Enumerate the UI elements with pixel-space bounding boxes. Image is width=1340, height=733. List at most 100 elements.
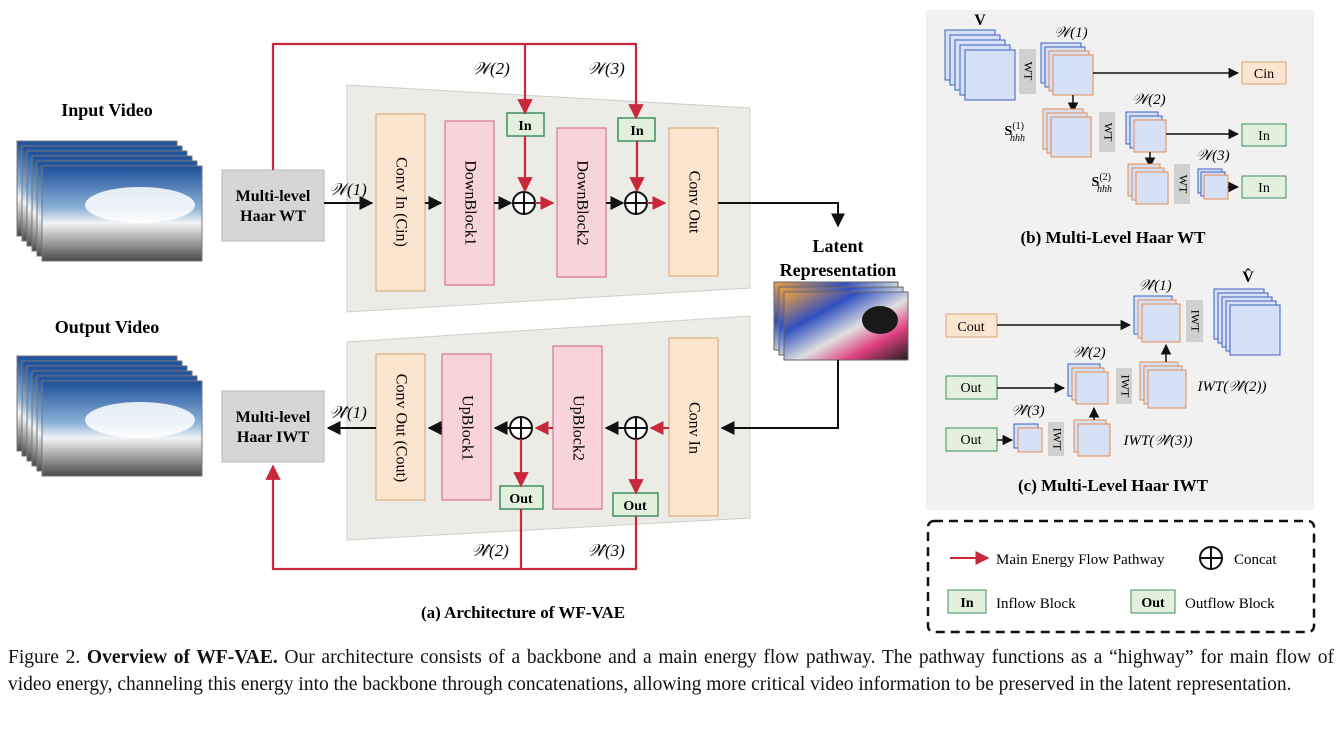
v-hat-cube-stack bbox=[1213, 288, 1281, 356]
w1-label: 𝒲(1) bbox=[329, 180, 367, 199]
upblock2 bbox=[552, 345, 603, 510]
legend-outflow-swatch bbox=[1130, 589, 1176, 614]
w1-hat-cube-stack bbox=[1133, 295, 1181, 343]
haar-iwt-box bbox=[221, 390, 325, 463]
encoder-in-label-2: In bbox=[630, 124, 643, 139]
input-video-label: Input Video bbox=[61, 100, 153, 120]
legend-inflow-label: Inflow Block bbox=[996, 596, 1076, 612]
encoder-concat-2 bbox=[624, 191, 648, 215]
w2-hat-label: 𝒲̂(2) bbox=[471, 541, 509, 560]
v-hat-label: V̂ bbox=[1242, 268, 1254, 286]
conv-out-label: Conv Out bbox=[685, 171, 702, 234]
latent-label-1: Latent bbox=[813, 236, 864, 256]
haar-iwt-label-2: Haar IWT bbox=[237, 429, 309, 446]
decoder-out-label-1: Out bbox=[509, 492, 533, 507]
wt-label-1: WT bbox=[1021, 62, 1035, 81]
s1-cube-stack bbox=[1042, 108, 1092, 158]
output-video-label: Output Video bbox=[55, 317, 160, 337]
wt-label-2: WT bbox=[1101, 123, 1115, 142]
legend-box bbox=[926, 519, 1316, 634]
w3-hat-label: 𝒲̂(3) bbox=[587, 541, 625, 560]
architecture-title: (a) Architecture of WF-VAE bbox=[421, 603, 625, 622]
haar-iwt-panel-title: (c) Multi-Level Haar IWT bbox=[1018, 476, 1209, 495]
iwt-w3-cube-stack bbox=[1073, 419, 1111, 457]
w3-label: 𝒲(3) bbox=[587, 59, 625, 78]
w2-hat-cube-stack bbox=[1067, 363, 1109, 405]
w2-panel-label: 𝒲(2) bbox=[1132, 92, 1165, 108]
legend-inflow-swatch bbox=[947, 589, 987, 614]
conv-out-cout-block bbox=[375, 353, 426, 501]
iwt-w3-label: IWT(𝒲̂(3)) bbox=[1122, 433, 1192, 449]
downblock2 bbox=[556, 127, 607, 278]
decoder-concat-2 bbox=[624, 416, 648, 440]
encoder-concat-1 bbox=[512, 191, 536, 215]
w2-label: 𝒲(2) bbox=[472, 59, 510, 78]
iwt-out-label-2: Out bbox=[961, 433, 982, 448]
cin-label: Cin bbox=[1254, 67, 1274, 82]
legend-concat-label: Concat bbox=[1234, 552, 1277, 568]
legend-in-label: In bbox=[960, 596, 973, 611]
iwt-label-3: IWT bbox=[1050, 428, 1064, 451]
iwt-w2-label: IWT(𝒲̂(2)) bbox=[1196, 379, 1266, 395]
w2-hat-panel-label: 𝒲̂(2) bbox=[1072, 345, 1105, 361]
s2-label: S(2)hhh bbox=[1092, 172, 1112, 195]
haar-wt-box bbox=[221, 169, 325, 242]
haar-wt-panel-title: (b) Multi-Level Haar WT bbox=[1021, 228, 1207, 247]
latent-image-stack bbox=[773, 281, 909, 361]
v-cube-stack bbox=[944, 29, 1016, 101]
downblock1 bbox=[444, 120, 495, 286]
iwt-w2-cube-stack bbox=[1139, 361, 1187, 409]
wt-block-3 bbox=[1174, 164, 1190, 204]
s2-cube-stack bbox=[1127, 163, 1169, 205]
upblock2-label: UpBlock2 bbox=[569, 395, 586, 461]
iwt-block-3 bbox=[1048, 422, 1064, 456]
wt-label-3: WT bbox=[1176, 175, 1190, 194]
wf-vae-diagram: Input Video Output Video Multi-level Haa… bbox=[16, 10, 1316, 634]
w3-hat-cube-stack bbox=[1013, 423, 1043, 453]
caption-prefix: Figure 2. bbox=[8, 647, 81, 668]
input-video-stack bbox=[16, 140, 203, 262]
wt-block-2 bbox=[1099, 112, 1115, 152]
w3-hat-panel-label: 𝒲̂(3) bbox=[1011, 403, 1044, 419]
cin-block bbox=[1241, 61, 1287, 85]
iwt-block-2 bbox=[1116, 368, 1132, 404]
conv-in-dec-block bbox=[668, 337, 719, 517]
w3-cube-stack bbox=[1197, 168, 1229, 200]
wt-in-label-2: In bbox=[1258, 181, 1270, 196]
upblock1-label: UpBlock1 bbox=[458, 395, 475, 461]
w3-panel-label: 𝒲(3) bbox=[1196, 148, 1229, 164]
iwt-label-1: IWT bbox=[1188, 310, 1202, 333]
haar-wt-label-2: Haar WT bbox=[240, 208, 306, 225]
legend-concat-icon bbox=[1199, 546, 1223, 570]
downblock2-label: DownBlock2 bbox=[573, 160, 590, 245]
s1-label: S(1)hhh bbox=[1005, 121, 1025, 144]
w1-cube-stack bbox=[1040, 42, 1094, 96]
w1-hat-label: 𝒲̂(1) bbox=[329, 403, 367, 422]
latent-label-2: Representation bbox=[780, 260, 897, 280]
conv-out-cout-label: Conv Out (Cout) bbox=[392, 374, 409, 482]
v-label: V bbox=[974, 12, 986, 29]
wt-in-label-1: In bbox=[1258, 129, 1270, 144]
w1-hat-panel-label: 𝒲̂(1) bbox=[1138, 278, 1171, 294]
wt-block-1 bbox=[1019, 49, 1036, 94]
decoder-out-label-2: Out bbox=[623, 499, 647, 514]
conv-in-block bbox=[375, 113, 426, 292]
caption-text: Our architecture consists of a backbone … bbox=[8, 647, 1334, 695]
conv-in-label: Conv In (Cin) bbox=[392, 157, 409, 247]
upblock1 bbox=[441, 353, 492, 501]
legend-outflow-label: Outflow Block bbox=[1185, 596, 1275, 612]
conv-out-block bbox=[668, 127, 719, 277]
output-video-stack bbox=[16, 355, 203, 477]
wt-in-block-1 bbox=[1241, 123, 1287, 147]
encoder-in-label-1: In bbox=[518, 119, 531, 134]
encoder-main-flow bbox=[271, 42, 644, 170]
w1-panel-label: 𝒲(1) bbox=[1054, 25, 1087, 41]
haar-iwt-label-1: Multi-level bbox=[236, 409, 311, 426]
iwt-label-2: IWT bbox=[1118, 375, 1132, 398]
iwt-out-label-1: Out bbox=[961, 381, 982, 396]
w2-cube-stack bbox=[1125, 111, 1167, 153]
downblock1-label: DownBlock1 bbox=[461, 160, 478, 245]
caption-bold: Overview of WF-VAE. bbox=[86, 647, 278, 668]
decoder-concat-1 bbox=[509, 416, 533, 440]
decoder-main-flow bbox=[265, 464, 638, 571]
